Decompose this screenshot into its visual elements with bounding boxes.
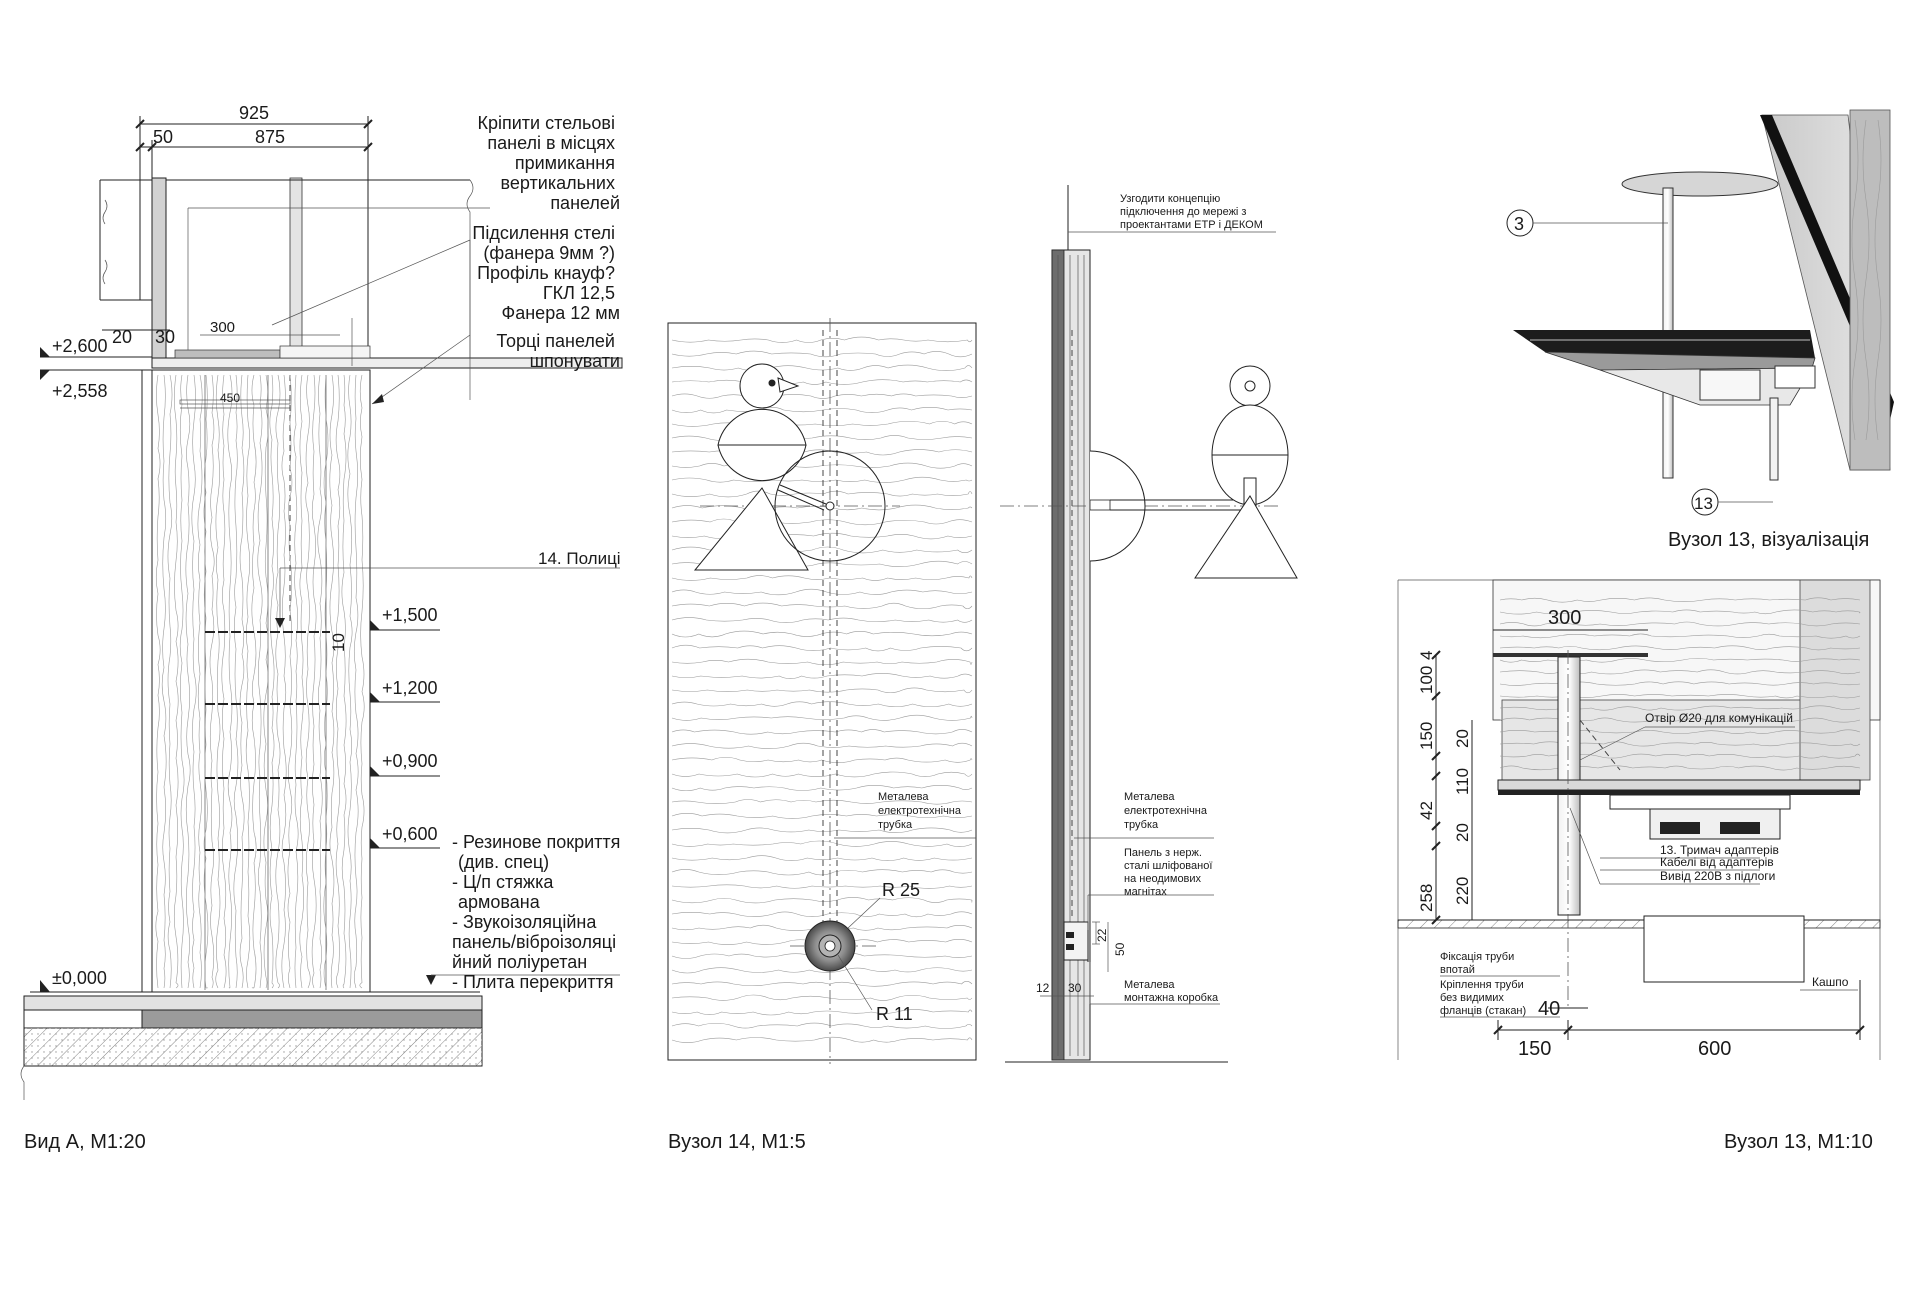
svg-text:Металева електротехніч: Металева електротехнічна трубка — [878, 791, 964, 831]
radius-11: R 11 — [876, 1004, 913, 1024]
dim-v-258: 258 — [1417, 884, 1436, 912]
note-220v-output: Вивід 220В з підлоги — [1660, 869, 1775, 883]
dim-300-ceiling: 300 — [210, 319, 235, 336]
view-a-title: Вид А, М1:20 — [24, 1131, 146, 1153]
radius-25: R 25 — [882, 880, 920, 900]
level-marks-shelves: +1,500 +1,200 +0,900 +0,600 — [370, 605, 440, 849]
wall-panel: 450 — [141, 369, 371, 993]
wood-grain-texture-front — [671, 336, 973, 1043]
level-0600: +0,600 — [382, 824, 438, 844]
dim-v-20a: 20 — [1453, 729, 1472, 748]
dim-40: 40 — [1538, 998, 1560, 1020]
dim-v-220: 220 — [1453, 877, 1472, 905]
note-ceiling-fix: Кріпити стельові панелі в місцях примика… — [477, 113, 620, 213]
dim-150-bottom: 150 — [1518, 1038, 1551, 1060]
note-tube-front: Металева електротехнічна трубка — [834, 791, 976, 839]
wood-grain-texture — [155, 374, 365, 989]
node14-side-view: Узгодити концепцію підключення до мережі… — [1000, 185, 1298, 1063]
dim-925: 925 — [239, 103, 269, 123]
node13-section: 4 100 150 20 110 42 20 258 220 300 150 6… — [1397, 579, 1881, 1153]
note-pipe-fix: Фіксація труби впотай — [1440, 951, 1517, 976]
note-ceiling-reinforcement: Підсилення стелі (фанера 9мм ?) Профіль … — [472, 223, 620, 323]
note-planter: Кашпо — [1812, 975, 1849, 989]
note-tube-side: Металева електротехнічна трубка — [1124, 791, 1210, 831]
view-a-ceiling-structure: 300 20 30 — [99, 177, 623, 400]
view-a-top-dimensions: 925 50 875 — [135, 103, 373, 360]
dim-875: 875 — [255, 127, 285, 147]
dim-v-20b: 20 — [1453, 823, 1472, 842]
note-panel-edges: Торці панелей шпонувати — [496, 331, 620, 371]
note-pipe-mount: Кріплення труби без видимих фланців (ста… — [1440, 979, 1527, 1017]
node13-vis-title: Вузол 13, візуалізація — [1668, 529, 1869, 551]
dim-v-110: 110 — [1453, 768, 1472, 795]
dim-450: 450 — [220, 391, 240, 405]
callout-13: 13 — [1694, 494, 1713, 513]
note-coordinate: Узгодити концепцію підключення до мережі… — [1120, 193, 1263, 231]
node-14: R 25 R 11 Металева електротехнічна трубк… — [667, 185, 1298, 1153]
dim-22: 22 — [1095, 928, 1109, 942]
socket-knob: R 25 R 11 — [804, 880, 920, 1024]
floor-section: ±0,000 — [20, 968, 620, 1100]
note-adapter-holder: 13. Тримач адаптерів — [1660, 843, 1779, 857]
level-2600: +2,600 — [52, 336, 108, 356]
dim-30: 30 — [155, 327, 175, 347]
level-0000: ±0,000 — [52, 968, 107, 988]
dim-300-section: 300 — [1548, 607, 1581, 629]
note-shelves: 14. Полиці — [538, 549, 621, 568]
node13-vertical-dimensions: 4 100 150 20 110 42 20 258 220 — [1417, 650, 1473, 925]
dim-600: 600 — [1698, 1038, 1731, 1060]
level-1200: +1,200 — [382, 678, 438, 698]
node14-title: Вузол 14, М1:5 — [668, 1131, 806, 1153]
level-marks-top: +2,600 +2,558 — [40, 336, 152, 401]
wood-grain-vis — [1851, 119, 1882, 441]
view-a-notes: Кріпити стельові панелі в місцях примика… — [371, 113, 625, 992]
dim-v-4: 4 — [1417, 651, 1436, 660]
callout-3: 3 — [1514, 214, 1524, 234]
dim-20: 20 — [112, 327, 132, 347]
dim-v-100: 100 — [1417, 666, 1436, 694]
dim-12: 12 — [1036, 981, 1050, 995]
dim-50: 50 — [1113, 942, 1127, 956]
node13-visualization: 3 13 Вузол 13, візуалізація — [1506, 109, 1894, 551]
dim-30-side: 30 — [1068, 981, 1082, 995]
dim-v-150: 150 — [1417, 722, 1436, 750]
dim-10: 10 — [329, 633, 348, 652]
note-steel-panel: Панель з нерж. сталі шліфованої на неоди… — [1124, 847, 1215, 898]
bird-figure-front — [693, 363, 886, 571]
note-floor-layers: - Резинове покриття (див. спец) - Ц/п ст… — [452, 832, 625, 992]
dim-v-42: 42 — [1417, 801, 1436, 820]
node13-horizontal-dimensions: 300 150 600 40 — [1493, 607, 1865, 1060]
node13-notes: Отвір Ø20 для комунікацій 13. Тримач ада… — [1440, 711, 1858, 1018]
level-2558: +2,558 — [52, 381, 108, 401]
level-1500: +1,500 — [382, 605, 438, 625]
note-hole: Отвір Ø20 для комунікацій — [1645, 711, 1793, 725]
dim-50: 50 — [153, 127, 173, 147]
note-mount-box: Металева монтажна коробка — [1124, 979, 1219, 1004]
level-0900: +0,900 — [382, 751, 438, 771]
shelves: 10 14. Полиці — [205, 549, 621, 851]
note-adapter-cables: Кабелі від адаптерів — [1660, 855, 1774, 869]
view-a: 925 50 875 300 20 30 — [20, 103, 625, 1153]
node13-title: Вузол 13, М1:10 — [1724, 1131, 1873, 1153]
